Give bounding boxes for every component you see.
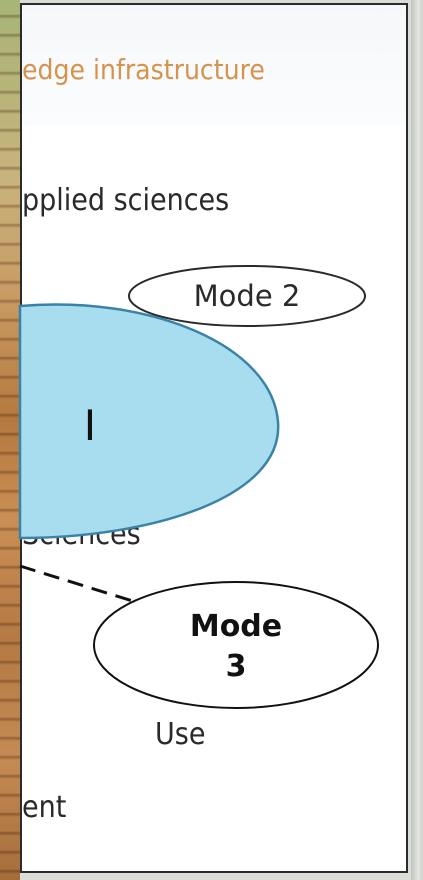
- use-label: Use: [155, 717, 206, 752]
- mode3-label-line1: Mode: [190, 609, 282, 644]
- mode3-label-line2: 3: [226, 649, 247, 684]
- mode3-oval: [93, 581, 379, 709]
- wood-grain: [0, 0, 20, 880]
- header-band: [22, 5, 406, 125]
- ent-label: ent: [22, 790, 67, 825]
- ellipse-letter: I: [84, 401, 96, 450]
- applied-sciences-label: pplied sciences: [22, 183, 230, 218]
- slide-rim: [411, 0, 423, 880]
- mode2-label: Mode 2: [194, 279, 301, 313]
- blue-region-ellipse: [18, 303, 280, 540]
- mode2-oval: [128, 265, 366, 327]
- wood-texture-strip: [0, 0, 20, 880]
- infrastructure-heading: edge infrastructure: [22, 53, 265, 86]
